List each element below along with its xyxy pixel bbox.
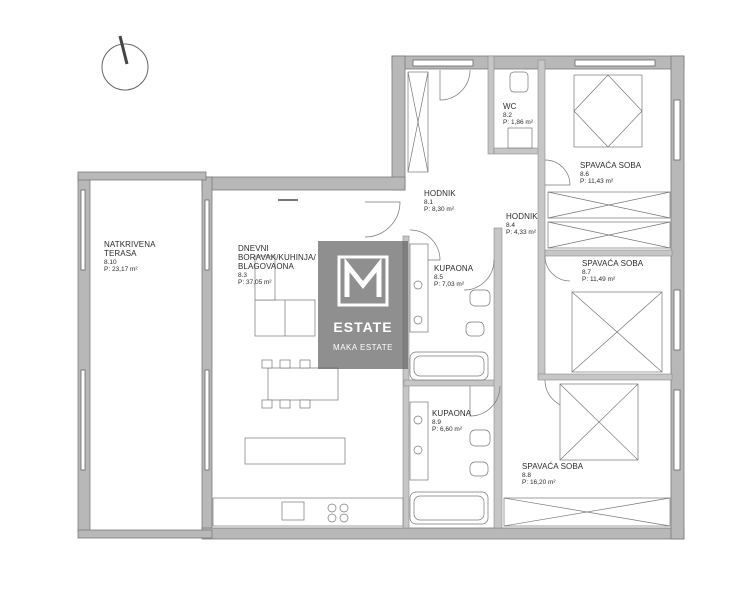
room-area: P: 23,17 m² [104,266,138,274]
room-id: 8.1 [424,198,434,206]
room-name: WC [503,102,517,111]
room-area: P: 6,60 m² [432,426,462,434]
room-id: 8.2 [503,111,513,119]
watermark-subtitle: MAKA ESTATE [333,343,393,352]
watermark: ESTATE MAKA ESTATE [318,241,408,369]
room-area: P: 7,03 m² [434,281,464,289]
room-label-spavaca-8-8: SPAVAĆA SOBA 8.8 P: 16,20 m² [522,462,584,487]
room-label-kupaona-8-5: KUPAONA 8.5 P: 7,03 m² [434,264,474,289]
bedroom-3-furniture [503,383,671,527]
room-area: P: 37,05 m² [238,279,272,287]
hallway-closet [407,71,429,173]
room-area: P: 4,33 m² [506,229,536,237]
room-id: 8.10 [104,258,117,266]
wc-fixtures [507,71,533,149]
room-id: 8.6 [580,170,590,178]
room-name: NATKRIVENA TERASA [104,240,156,258]
room-label-terasa-8-10: NATKRIVENA TERASA 8.10 P: 23,17 m² [104,240,156,274]
windows [80,59,681,471]
room-area: P: 1,86 m² [503,119,533,127]
room-name: HODNIK [424,189,456,198]
room-label-kupaona-8-9: KUPAONA 8.9 P: 6,60 m² [432,409,472,434]
bedroom-1-furniture [547,74,671,249]
room-area: P: 8,30 m² [424,206,454,214]
room-id: 8.9 [432,418,442,426]
room-label-spavaca-8-7: SPAVAĆA SOBA 8.7 P: 11,49 m² [582,259,644,284]
estate-logo-icon [337,255,389,307]
room-id: 8.4 [506,221,516,229]
room-area: P: 11,49 m² [582,276,616,284]
north-arrow-icon [101,35,149,91]
room-name: DNEVNI BORAVAK/KUHINJA/ BLAGOVAONA [238,244,316,271]
room-id: 8.5 [434,273,444,281]
room-name: KUPAONA [432,409,472,418]
room-id: 8.3 [238,271,248,279]
watermark-brand: ESTATE [333,319,393,335]
room-name: SPAVAĆA SOBA [582,259,644,268]
room-label-wc: WC 8.2 P: 1,86 m² [503,102,533,127]
room-name: HODNIK [506,212,538,221]
living-furniture [212,199,404,527]
room-id: 8.7 [582,268,592,276]
room-id: 8.8 [522,471,532,479]
interior-walls [402,55,673,529]
bathroom-1-fixtures [409,243,491,381]
room-name: SPAVAĆA SOBA [580,161,642,170]
room-name: KUPAONA [434,264,474,273]
room-area: P: 11,43 m² [580,178,614,186]
room-name: SPAVAĆA SOBA [522,462,584,471]
room-area: P: 16,20 m² [522,479,556,487]
bathroom-2-fixtures [409,401,491,525]
room-label-dnevni-8-3: DNEVNI BORAVAK/KUHINJA/ BLAGOVAONA 8.3 P… [238,244,316,287]
bedroom-2-furniture [571,291,663,373]
room-label-hodnik-8-1: HODNIK 8.1 P: 8,30 m² [424,189,456,214]
room-label-hodnik-8-4: HODNIK 8.4 P: 4,33 m² [506,212,538,237]
room-label-spavaca-8-6: SPAVAĆA SOBA 8.6 P: 11,43 m² [580,161,642,186]
